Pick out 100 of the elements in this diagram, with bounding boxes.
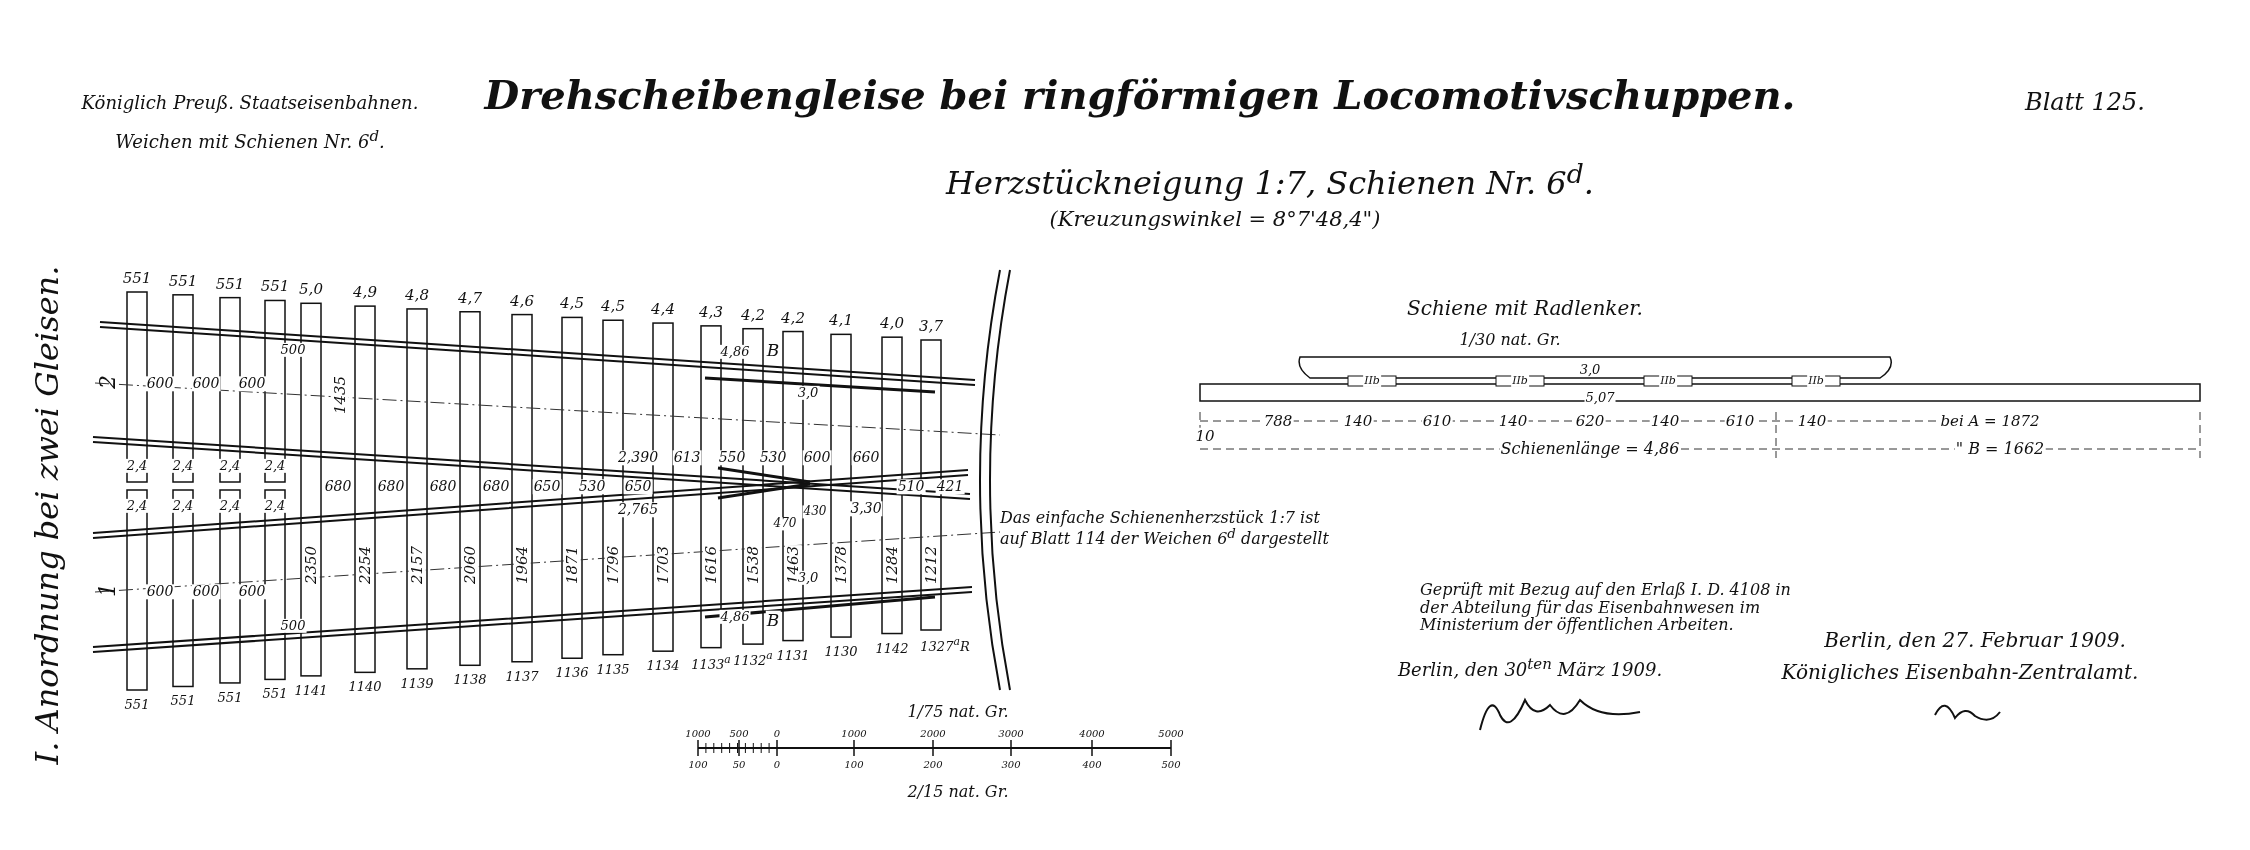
dimension-label: Schienenlänge = 4,86 [1499,440,1681,458]
dimension-label: 530 [577,479,607,495]
dimension-label: 2,4 [125,498,149,514]
dimension-label: 1964 [513,544,531,586]
scale-number: 100 [688,758,708,770]
dimension-label: 600 [237,376,267,392]
sleeper-number: 4,6 [510,292,534,309]
sleeper-number: 1137 [505,669,539,684]
dimension-label: 2,4 [171,498,195,514]
sleeper-number: 1133$^{a}$ [691,653,731,672]
office-name: Königliches Eisenbahn-Zentralamt. [1781,661,2139,683]
scale-number: 500 [1161,758,1181,770]
dimension-label: 600 [802,450,832,466]
sleeper-number: 1131 [776,648,810,663]
sleeper-number: 1140 [348,680,382,695]
sleeper-number: 551 [262,687,288,702]
sleeper-number: 4,0 [880,314,904,332]
sleeper-number: 551 [260,278,290,295]
date-text: Berlin, den 27. Februar 1909. [1824,629,2126,651]
scale-number: 1000 [685,727,711,739]
dimension-label: 430 [802,505,828,519]
dimension-label: 1703 [654,544,672,586]
railway-name: Königlich Preuß. Staatseisenbahnen. [81,93,419,113]
sleeper-number: 551 [215,275,245,292]
scale-note: 2/15 nat. Gr. [907,783,1009,801]
sleeper-number: 551 [217,690,243,706]
block-label: IIb [1659,374,1677,388]
subtitle: Weichen mit Schienen Nr. 6$^{d}$. [115,128,385,152]
sleeper-number: 551 [168,272,198,290]
sleeper-number: 1141 [294,683,328,698]
scale-number: 3000 [998,727,1024,739]
dimension-label: 550 [717,450,747,466]
dimension-label: 2,4 [218,498,242,514]
sleeper-number: 4,8 [405,286,429,304]
sleeper-number: 551 [124,697,150,713]
sleeper-number: 1135 [596,662,630,677]
scale-number: 50 [732,758,746,770]
sleeper-number: 4,7 [458,289,482,306]
arrangement-heading: I. Anordnung bei zwei Gleisen. [30,265,66,765]
dimension-label: 2,4 [218,458,242,474]
dimension-label: 500 [279,342,307,358]
scale-number: 500 [729,727,749,739]
sleeper-number: 1142 [875,641,909,656]
sleeper-number: 4,5 [601,298,625,315]
scale-number: 300 [1001,758,1021,770]
dimension-label: 2,4 [263,458,287,474]
dimension-label: 613 [672,450,702,466]
block-label: IIb [1807,374,1825,388]
dimension-label: 1435 [331,374,349,416]
sleeper-number: 1138 [453,673,487,688]
dimension-label: 470 [772,517,798,531]
title-heading: Drehscheibengleise bei ringförmigen Locomotivschuppen. [484,73,1796,117]
dimension-label: 600 [145,584,175,600]
dimension-label: 2,4 [125,458,149,474]
dimension-label: 510 [896,479,926,495]
note-text: Das einfache Schienenherzstück 1:7 ist auf Blatt 114 der Weichen 6$^{d}$ dargestellt [1000,508,1330,548]
block-label: IIb [1511,374,1529,388]
sheet-number: Blatt 125. [2025,88,2145,116]
sleeper-number: 4,9 [353,283,377,301]
angle-note: (Kreuzungswinkel = 8°7'48,4") [1049,208,1381,232]
dimension-label: 2,390 [616,450,660,466]
scale-note: 1/75 nat. Gr. [907,703,1009,721]
date-text: Berlin, den 30$^{ten}$ März 1909. [1397,656,1663,680]
dimension-label: 4,86 [719,609,751,625]
scale-number: 1000 [841,727,867,739]
dimension-label: 500 [279,618,307,634]
sleeper-number: 1327$^{a}$R [920,636,970,654]
dimension-label: 650 [623,479,653,495]
scale-note: 1/30 nat. Gr. [1459,331,1561,349]
track-number: 1 [95,583,121,597]
sleeper-number: 4,4 [651,300,675,318]
scale-number: 400 [1082,758,1102,770]
sleeper-number: 1136 [555,666,589,681]
dimension-label: 3,30 [849,501,883,517]
block-label: IIb [1363,374,1381,388]
approval-text: Geprüft mit Bezug auf den Erlaß I. D. 4108 in der Abteilung für das Eisenbahnwesen im Ministerium der öffentlichen Arbeiten. [1420,580,1792,634]
dimension-label: 600 [191,584,221,600]
dimension-label: 530 [758,450,788,466]
sleeper-number: 4,2 [781,309,805,326]
sleeper-number: 4,5 [560,295,584,312]
dimension-label: 2,4 [171,458,195,474]
scale-number: 5000 [1158,727,1184,739]
sleeper-number: 3,7 [919,317,943,335]
sleeper-number: 5,0 [299,281,323,298]
dimension-label: 600 [191,376,221,392]
scale-number: 0 [773,758,781,770]
sleeper-number: 551 [170,694,196,709]
dimension-label: 1616 [702,544,720,586]
sleeper-number: 1132$^{a}$ [733,650,773,668]
scale-number: 4000 [1079,727,1105,739]
dimension-label: 3,0 [796,385,820,401]
scale-number: 0 [773,727,781,739]
sleeper-number: 551 [122,269,152,287]
scale-number: 2000 [920,727,946,739]
dimension-label: 600 [145,376,175,392]
sleeper-number: 4,2 [741,306,765,323]
dimension-label: 2254 [356,544,374,586]
dimension-label: 2,4 [263,498,287,514]
dimension-label: 5,07 [1584,390,1616,406]
dimension-label: 2157 [408,544,426,586]
